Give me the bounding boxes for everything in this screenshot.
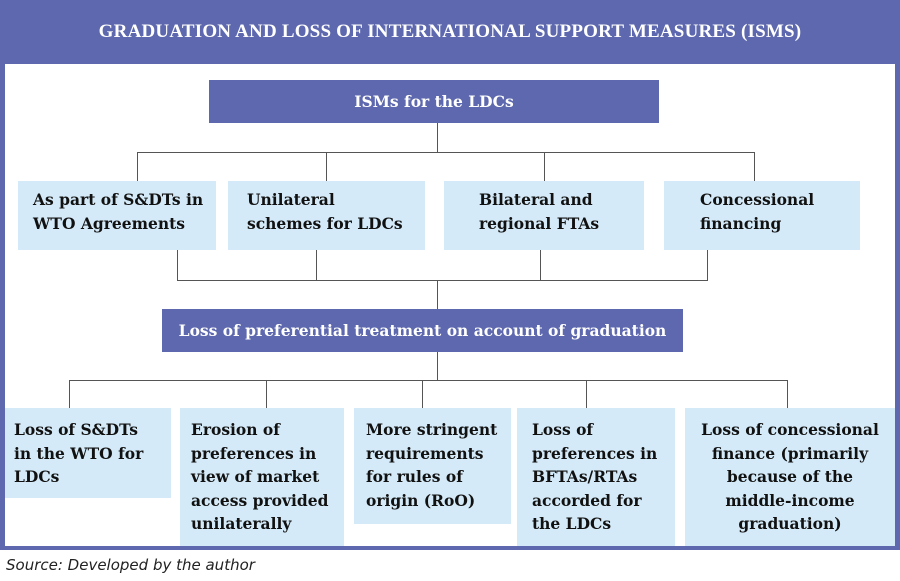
connector-line xyxy=(316,250,317,280)
ism-type-wto-sdt: As part of S&DTs in WTO Agreements xyxy=(18,181,216,250)
connector-line xyxy=(540,250,541,280)
diagram-title: GRADUATION AND LOSS OF INTERNATIONAL SUP… xyxy=(0,0,900,64)
connector-line xyxy=(544,152,545,181)
loss-concessional-finance: Loss of concessional finance (primarily … xyxy=(685,408,895,546)
loss-erosion-unilateral: Erosion of preferences in view of market… xyxy=(180,408,344,546)
ism-type-bilateral-regional: Bilateral and regional FTAs xyxy=(444,181,644,250)
top-node-isms-for-ldcs: ISMs for the LDCs xyxy=(209,80,659,123)
source-note: Source: Developed by the author xyxy=(6,556,255,574)
connector-line xyxy=(586,380,587,408)
connector-line xyxy=(69,380,788,381)
connector-line xyxy=(177,250,178,280)
connector-line xyxy=(69,380,70,408)
connector-line xyxy=(437,123,438,152)
connector-line xyxy=(266,380,267,408)
connector-line xyxy=(754,152,755,181)
ism-type-concessional: Concessional financing xyxy=(664,181,860,250)
loss-bfta-rta-preferences: Loss of preferences in BFTAs/RTAs accord… xyxy=(517,408,675,546)
middle-node-loss-of-preferential-treatment: Loss of preferential treatment on accoun… xyxy=(162,309,683,352)
loss-rules-of-origin: More stringent requirements for rules of… xyxy=(354,408,511,524)
ism-type-unilateral: Unilateral schemes for LDCs xyxy=(228,181,425,250)
connector-line xyxy=(422,380,423,408)
connector-line xyxy=(326,152,327,181)
connector-line xyxy=(787,380,788,408)
loss-sdt-wto: Loss of S&DTs in the WTO for LDCs xyxy=(5,408,171,498)
connector-line xyxy=(177,280,708,281)
connector-line xyxy=(707,250,708,280)
connector-line xyxy=(437,280,438,309)
connector-line xyxy=(137,152,138,181)
connector-line xyxy=(137,152,755,153)
connector-line xyxy=(437,352,438,380)
